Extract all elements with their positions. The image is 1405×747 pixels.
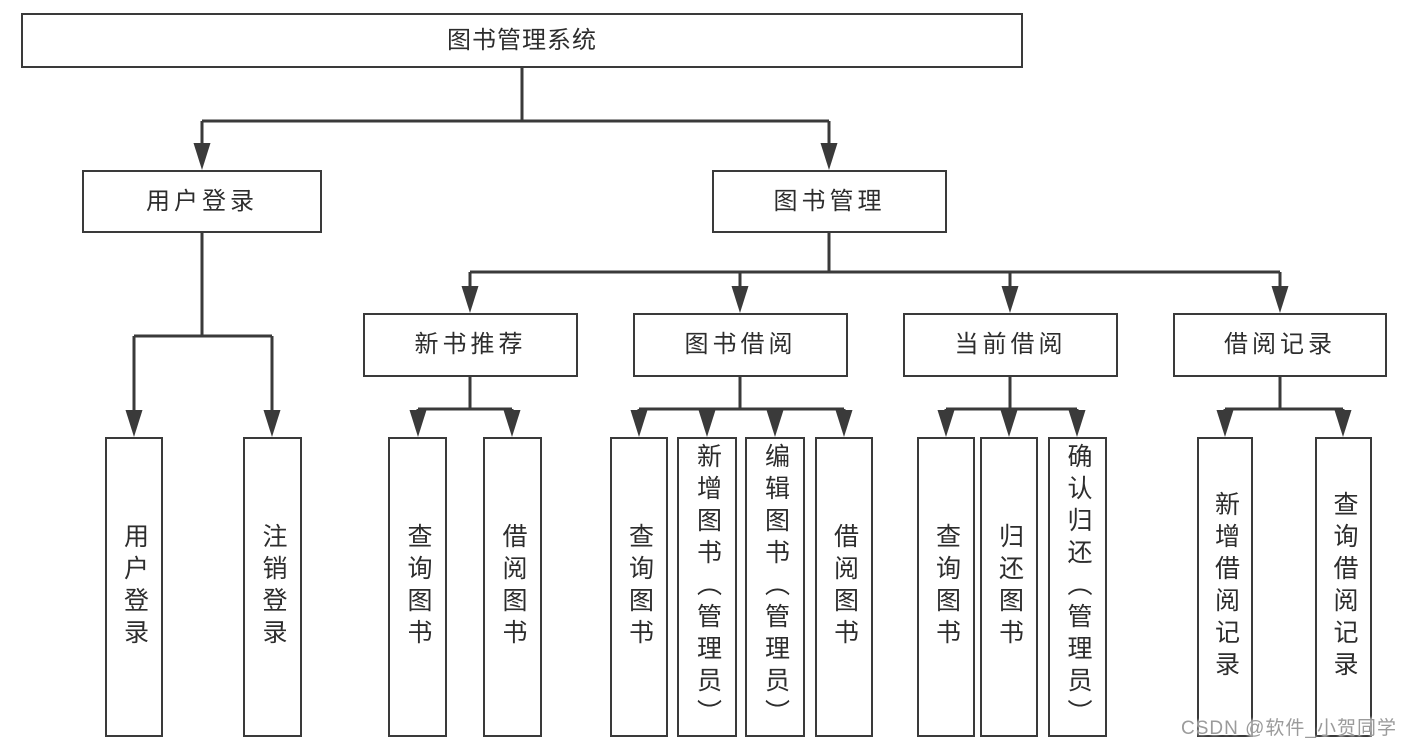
node-current-borrowing: 当前借阅 bbox=[903, 313, 1118, 377]
node-label: 用户登录 bbox=[120, 523, 149, 651]
node-query-borrow-record: 查询借阅记录 bbox=[1315, 437, 1372, 737]
arrow-down-icon bbox=[125, 410, 143, 437]
arrow-down-icon bbox=[630, 410, 648, 437]
node-query-books-current: 查询图书 bbox=[917, 437, 975, 737]
node-label: 注销登录 bbox=[259, 523, 287, 651]
arrow-down-icon bbox=[1334, 410, 1352, 437]
arrow-down-icon bbox=[409, 410, 427, 437]
node-logout-action: 注销登录 bbox=[243, 437, 302, 737]
arrow-down-icon bbox=[820, 143, 838, 170]
arrow-down-icon bbox=[1271, 286, 1289, 313]
node-label: 图书借阅 bbox=[684, 331, 797, 358]
node-label: 新书推荐 bbox=[414, 331, 527, 358]
connector-user-login bbox=[132, 232, 274, 416]
arrow-down-icon bbox=[1216, 410, 1234, 437]
connector-book-management bbox=[468, 232, 1282, 292]
node-add-borrow-record: 新增借阅记录 bbox=[1197, 437, 1253, 737]
node-label: 查询图书 bbox=[404, 523, 432, 651]
csdn-watermark: CSDN @软件_小贺同学 bbox=[1181, 718, 1397, 739]
node-label: 新增借阅记录 bbox=[1211, 491, 1240, 683]
node-query-books-recommend: 查询图书 bbox=[388, 437, 447, 737]
arrow-down-icon bbox=[766, 410, 784, 437]
node-new-book-recommendation: 新书推荐 bbox=[363, 313, 578, 377]
connector-book-borrowing bbox=[637, 376, 846, 416]
node-borrow-books-recommend: 借阅图书 bbox=[483, 437, 542, 737]
node-user-login: 用户登录 bbox=[82, 170, 322, 233]
arrow-down-icon bbox=[731, 286, 749, 313]
arrow-down-icon bbox=[835, 410, 853, 437]
node-label: 查询图书 bbox=[932, 523, 961, 651]
arrow-down-icon bbox=[937, 410, 955, 437]
connector-new-book-recommendation bbox=[416, 376, 514, 416]
connector-root bbox=[200, 67, 831, 150]
node-label: 用户登录 bbox=[146, 187, 258, 215]
node-label: 图书管理系统 bbox=[447, 26, 597, 54]
node-return-books: 归还图书 bbox=[980, 437, 1038, 737]
node-book-management: 图书管理 bbox=[712, 170, 947, 233]
node-label: 借阅图书 bbox=[499, 523, 527, 651]
arrow-down-icon bbox=[1000, 410, 1018, 437]
connector-borrowing-records bbox=[1223, 376, 1345, 416]
node-label: 查询借阅记录 bbox=[1330, 491, 1358, 683]
node-book-borrowing: 图书借阅 bbox=[633, 313, 848, 377]
node-label: 归还图书 bbox=[995, 523, 1024, 651]
node-label: 新增图书（管理员） bbox=[693, 443, 722, 731]
node-query-books-borrowing: 查询图书 bbox=[610, 437, 668, 737]
arrow-down-icon bbox=[461, 286, 479, 313]
node-label: 编辑图书（管理员） bbox=[761, 443, 790, 731]
node-user-login-action: 用户登录 bbox=[105, 437, 163, 737]
connector-paths bbox=[132, 67, 1345, 416]
node-label: 图书管理 bbox=[773, 187, 886, 215]
node-label: 当前借阅 bbox=[954, 331, 1067, 358]
node-borrow-books-borrowing: 借阅图书 bbox=[815, 437, 873, 737]
node-borrowing-records: 借阅记录 bbox=[1173, 313, 1387, 377]
node-edit-books-admin: 编辑图书（管理员） bbox=[745, 437, 805, 737]
arrow-down-icon bbox=[263, 410, 281, 437]
arrow-down-icon bbox=[193, 143, 211, 170]
node-label: 借阅图书 bbox=[830, 523, 859, 651]
node-confirm-return-admin: 确认归还（管理员） bbox=[1048, 437, 1107, 737]
node-add-books-admin: 新增图书（管理员） bbox=[677, 437, 737, 737]
node-library-system: 图书管理系统 bbox=[21, 13, 1023, 68]
arrow-down-icon bbox=[1068, 410, 1086, 437]
arrow-down-icon bbox=[1001, 286, 1019, 313]
node-label: 查询图书 bbox=[625, 523, 654, 651]
node-label: 借阅记录 bbox=[1224, 331, 1336, 358]
arrow-down-icon bbox=[698, 410, 716, 437]
arrowhead-icons bbox=[125, 143, 1352, 437]
arrow-down-icon bbox=[503, 410, 521, 437]
node-label: 确认归还（管理员） bbox=[1064, 443, 1092, 731]
